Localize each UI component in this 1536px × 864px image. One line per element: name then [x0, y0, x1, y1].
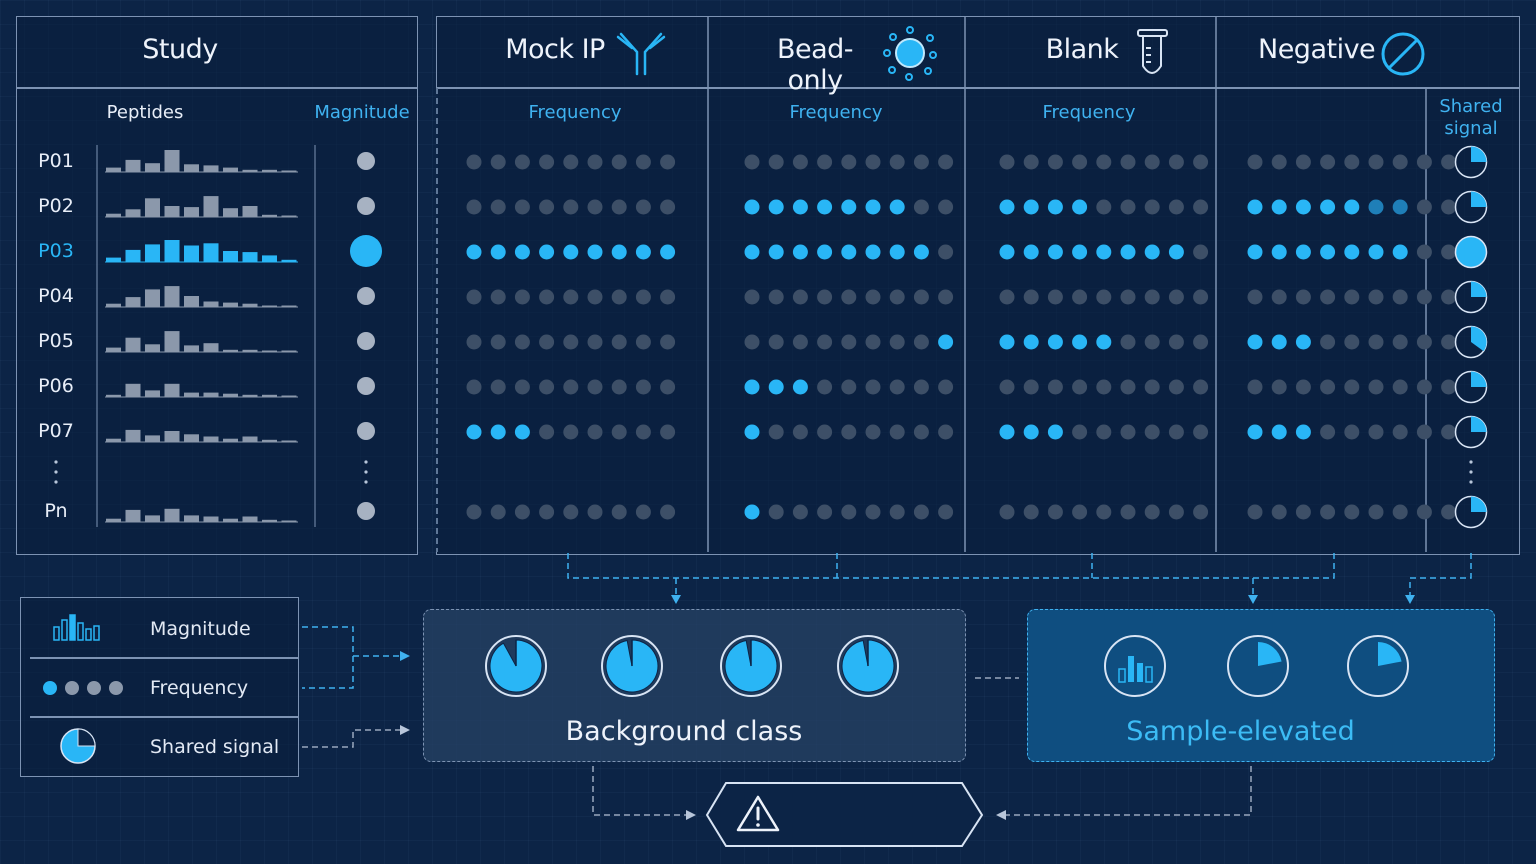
- legend-frequency-label: Frequency: [150, 677, 249, 699]
- peptide-label: P07: [38, 420, 74, 442]
- study-panel: [16, 16, 418, 555]
- review-first-label: Review first: [794, 797, 958, 828]
- peptide-label: P06: [38, 375, 74, 397]
- peptide-label: Pn: [44, 500, 68, 522]
- negative-title: Negative: [1258, 34, 1376, 65]
- mock-ip-frequency-header: Frequency: [528, 102, 622, 123]
- peptide-label: P04: [38, 285, 74, 307]
- mock-ip-title: Mock IP: [505, 34, 605, 65]
- bead-only-frequency-header: Frequency: [789, 102, 883, 123]
- background-class-label: Background class: [565, 716, 803, 747]
- legend-divider-1: [30, 657, 298, 659]
- study-title: Study: [142, 34, 218, 65]
- sample-elevated-label: Sample-elevated: [1126, 716, 1355, 747]
- warning-icon: [736, 795, 780, 832]
- legend-magnitude-label: Magnitude: [150, 618, 251, 640]
- legend-divider-2: [30, 716, 298, 718]
- peptide-label: P05: [38, 330, 74, 352]
- peptide-label: P01: [38, 150, 74, 172]
- study-header-divider: [17, 87, 417, 89]
- peptide-label: P02: [38, 195, 74, 217]
- blank-title: Blank: [1045, 34, 1119, 65]
- blank-frequency-header: Frequency: [1042, 102, 1136, 123]
- controls-panel: [436, 16, 1520, 555]
- bead-only-title: Bead-only: [776, 34, 854, 96]
- peptide-label: P03: [38, 240, 74, 262]
- shared-signal-header-line2: signal: [1444, 118, 1498, 139]
- shared-signal-header-line1: Shared: [1439, 96, 1503, 117]
- magnitude-header: Magnitude: [314, 102, 410, 123]
- controls-header-divider: [437, 87, 1519, 89]
- legend-shared-signal-label: Shared signal: [150, 736, 280, 758]
- peptides-header: Peptides: [106, 102, 184, 123]
